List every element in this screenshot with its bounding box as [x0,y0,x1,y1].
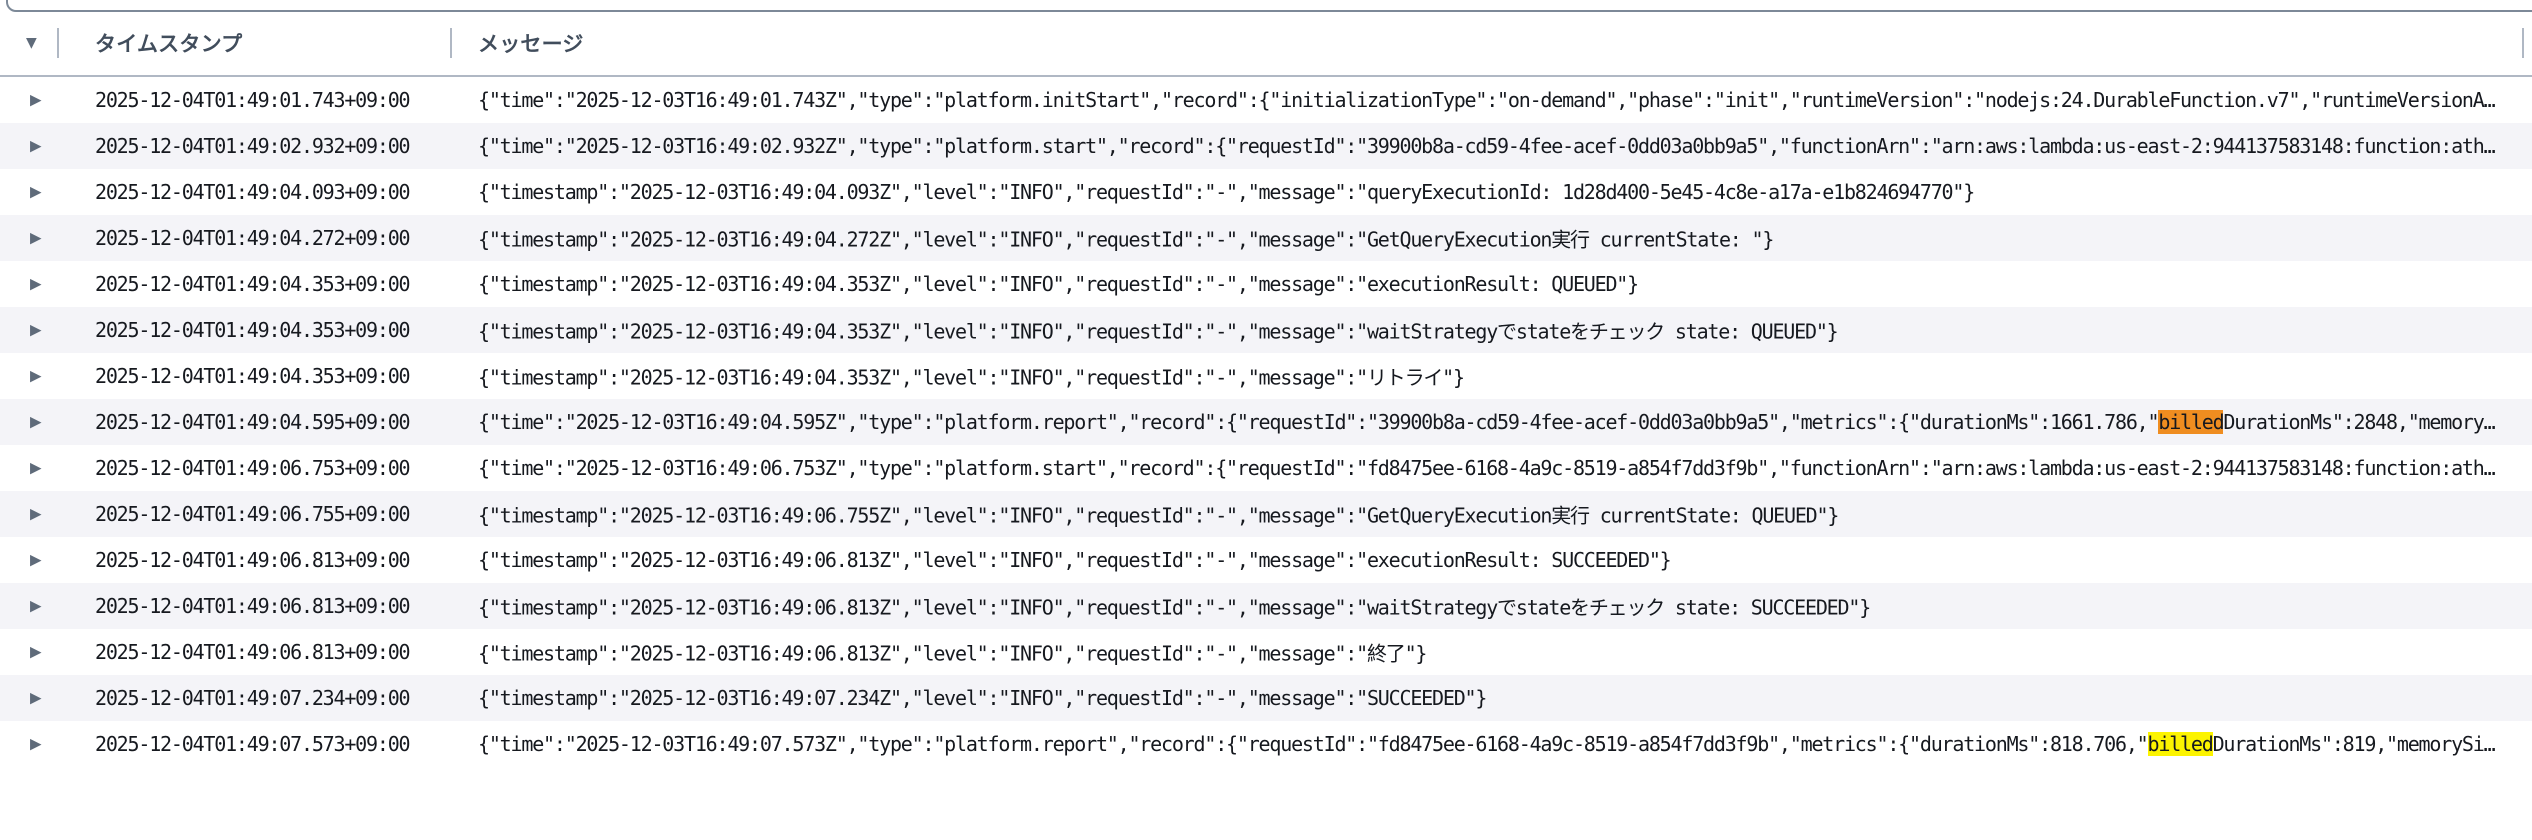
log-message: {"time":"2025-12-03T16:49:01.743Z","type… [478,88,2528,112]
log-timestamp: 2025-12-04T01:49:02.932+09:00 [95,134,411,158]
log-row: ▶ 2025-12-04T01:49:04.595+09:00 {"time":"2… [0,399,2532,445]
log-message-text: {"timestamp":"2025-12-03T16:49:04.093Z",… [478,180,1975,204]
expand-row-caret-icon[interactable]: ▶ [30,366,42,385]
log-row: ▶ 2025-12-04T01:49:07.234+09:00 {"timestam… [0,675,2532,721]
log-message-text: {"timestamp":"2025-12-03T16:49:07.234Z",… [478,686,1487,710]
log-message-text: DurationMs":2848,"memory… [2223,410,2495,434]
log-events-list: ▶ 2025-12-04T01:49:01.743+09:00 {"time":"2… [0,77,2532,767]
log-message-text: {"time":"2025-12-03T16:49:06.753Z","type… [478,456,2496,480]
log-row: ▶ 2025-12-04T01:49:04.093+09:00 {"timestam… [0,169,2532,215]
log-message-text: {"timestamp":"2025-12-03T16:49:04.353Z",… [478,319,1839,344]
log-message-text: {"time":"2025-12-03T16:49:07.573Z","type… [478,732,2149,756]
log-row: ▶ 2025-12-04T01:49:04.353+09:00 {"timestam… [0,307,2532,353]
log-message-text: {"timestamp":"2025-12-03T16:49:06.813Z",… [478,548,1672,572]
log-row: ▶ 2025-12-04T01:49:04.353+09:00 {"timestam… [0,353,2532,399]
expand-row-caret-icon[interactable]: ▶ [30,596,42,615]
log-timestamp: 2025-12-04T01:49:06.813+09:00 [95,548,411,572]
log-message: {"timestamp":"2025-12-03T16:49:04.093Z",… [478,180,2528,204]
log-timestamp: 2025-12-04T01:49:04.353+09:00 [95,272,411,296]
log-timestamp: 2025-12-04T01:49:04.353+09:00 [95,318,411,342]
expand-row-caret-icon[interactable]: ▶ [30,642,42,661]
message-column-header[interactable]: メッセージ [478,32,584,56]
log-table-header: ▼ タイムスタンプ メッセージ [0,10,2532,77]
expand-row-caret-icon[interactable]: ▶ [30,136,42,155]
log-message: {"timestamp":"2025-12-03T16:49:04.353Z",… [478,362,2528,391]
log-message-text: DurationMs":819,"memorySi… [2212,732,2496,756]
log-timestamp: 2025-12-04T01:49:06.813+09:00 [95,640,411,664]
column-divider[interactable] [57,27,59,58]
log-message: {"timestamp":"2025-12-03T16:49:04.353Z",… [478,272,2528,296]
search-match-match: billed [2147,732,2214,756]
log-message-text: {"timestamp":"2025-12-03T16:49:04.353Z",… [478,272,1639,296]
log-message: {"time":"2025-12-03T16:49:06.753Z","type… [478,456,2528,480]
expand-row-caret-icon[interactable]: ▶ [30,274,42,293]
log-timestamp: 2025-12-04T01:49:04.595+09:00 [95,410,411,434]
log-message-text: {"timestamp":"2025-12-03T16:49:06.813Z",… [478,595,1871,620]
column-divider[interactable] [2522,27,2524,58]
log-row: ▶ 2025-12-04T01:49:04.353+09:00 {"timestam… [0,261,2532,307]
search-match-current: billed [2158,410,2225,434]
expand-row-caret-icon[interactable]: ▶ [30,550,42,569]
log-message: {"timestamp":"2025-12-03T16:49:07.234Z",… [478,686,2528,710]
log-message: {"time":"2025-12-03T16:49:07.573Z","type… [478,732,2528,756]
log-timestamp: 2025-12-04T01:49:04.353+09:00 [95,364,411,388]
log-timestamp: 2025-12-04T01:49:04.272+09:00 [95,226,411,250]
log-message-text: {"timestamp":"2025-12-03T16:49:06.813Z",… [478,641,1427,666]
log-message: {"timestamp":"2025-12-03T16:49:06.813Z",… [478,638,2528,667]
log-message-text: {"time":"2025-12-03T16:49:04.595Z","type… [478,410,2160,434]
log-timestamp: 2025-12-04T01:49:07.573+09:00 [95,732,411,756]
filter-input-bottom-edge[interactable] [6,0,2532,12]
expand-row-caret-icon[interactable]: ▶ [30,688,42,707]
expand-row-caret-icon[interactable]: ▶ [30,182,42,201]
log-row: ▶ 2025-12-04T01:49:04.272+09:00 {"timestam… [0,215,2532,261]
log-row: ▶ 2025-12-04T01:49:06.813+09:00 {"timestam… [0,537,2532,583]
column-divider[interactable] [450,27,452,58]
log-message: {"timestamp":"2025-12-03T16:49:06.813Z",… [478,592,2528,621]
expand-row-caret-icon[interactable]: ▶ [30,228,42,247]
log-message-text: {"timestamp":"2025-12-03T16:49:04.272Z",… [478,227,1774,252]
log-row: ▶ 2025-12-04T01:49:06.813+09:00 {"timestam… [0,629,2532,675]
expand-row-caret-icon[interactable]: ▶ [30,458,42,477]
log-row: ▶ 2025-12-04T01:49:07.573+09:00 {"time":"2… [0,721,2532,767]
log-message-text: {"time":"2025-12-03T16:49:01.743Z","type… [478,88,2496,112]
log-timestamp: 2025-12-04T01:49:07.234+09:00 [95,686,411,710]
timestamp-column-header[interactable]: タイムスタンプ [95,32,243,56]
log-row: ▶ 2025-12-04T01:49:06.753+09:00 {"time":"2… [0,445,2532,491]
log-timestamp: 2025-12-04T01:49:01.743+09:00 [95,88,411,112]
expand-all-caret-icon[interactable]: ▼ [26,34,37,51]
expand-row-caret-icon[interactable]: ▶ [30,734,42,753]
log-timestamp: 2025-12-04T01:49:06.753+09:00 [95,456,411,480]
log-message: {"timestamp":"2025-12-03T16:49:04.272Z",… [478,224,2528,253]
log-message: {"time":"2025-12-03T16:49:04.595Z","type… [478,410,2528,434]
log-message-text: {"timestamp":"2025-12-03T16:49:06.755Z",… [478,503,1839,528]
log-row: ▶ 2025-12-04T01:49:06.813+09:00 {"timestam… [0,583,2532,629]
log-message: {"timestamp":"2025-12-03T16:49:04.353Z",… [478,316,2528,345]
log-row: ▶ 2025-12-04T01:49:01.743+09:00 {"time":"2… [0,77,2532,123]
log-message-text: {"time":"2025-12-03T16:49:02.932Z","type… [478,134,2496,158]
expand-row-caret-icon[interactable]: ▶ [30,90,42,109]
log-message: {"time":"2025-12-03T16:49:02.932Z","type… [478,134,2528,158]
expand-row-caret-icon[interactable]: ▶ [30,412,42,431]
log-message: {"timestamp":"2025-12-03T16:49:06.755Z",… [478,500,2528,529]
log-message: {"timestamp":"2025-12-03T16:49:06.813Z",… [478,548,2528,572]
log-timestamp: 2025-12-04T01:49:06.813+09:00 [95,594,411,618]
expand-row-caret-icon[interactable]: ▶ [30,504,42,523]
log-timestamp: 2025-12-04T01:49:04.093+09:00 [95,180,411,204]
log-timestamp: 2025-12-04T01:49:06.755+09:00 [95,502,411,526]
log-message-text: {"timestamp":"2025-12-03T16:49:04.353Z",… [478,365,1465,390]
expand-row-caret-icon[interactable]: ▶ [30,320,42,339]
log-row: ▶ 2025-12-04T01:49:06.755+09:00 {"timestam… [0,491,2532,537]
log-row: ▶ 2025-12-04T01:49:02.932+09:00 {"time":"2… [0,123,2532,169]
